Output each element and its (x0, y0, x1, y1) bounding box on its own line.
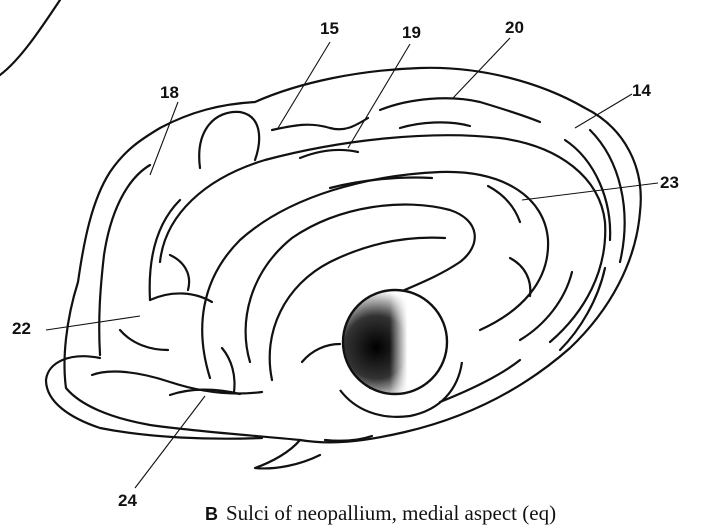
stem-outline (255, 440, 320, 468)
label-14: 14 (632, 82, 651, 99)
leader-line-15 (278, 42, 330, 128)
figure-caption: B Sulci of neopallium, medial aspect (eq) (205, 503, 556, 524)
leader-line-24 (135, 396, 205, 488)
leader-line-18 (150, 102, 178, 175)
round-structure (340, 290, 462, 417)
label-22: 22 (12, 320, 31, 337)
label-20: 20 (505, 19, 524, 36)
label-24: 24 (118, 492, 137, 509)
hemisphere-outline (65, 68, 641, 443)
label-19: 19 (402, 24, 421, 41)
label-18: 18 (160, 84, 179, 101)
caption-text: Sulci of neopallium, medial aspect (eq) (226, 501, 556, 525)
leader-line-14 (575, 94, 632, 128)
adjacent-structure-outline (0, 0, 60, 75)
label-15: 15 (320, 20, 339, 37)
caption-panel-letter: B (205, 504, 218, 524)
label-23: 23 (660, 174, 679, 191)
leader-line-19 (348, 44, 410, 148)
leader-line-20 (453, 38, 510, 98)
leader-line-22 (46, 316, 140, 330)
